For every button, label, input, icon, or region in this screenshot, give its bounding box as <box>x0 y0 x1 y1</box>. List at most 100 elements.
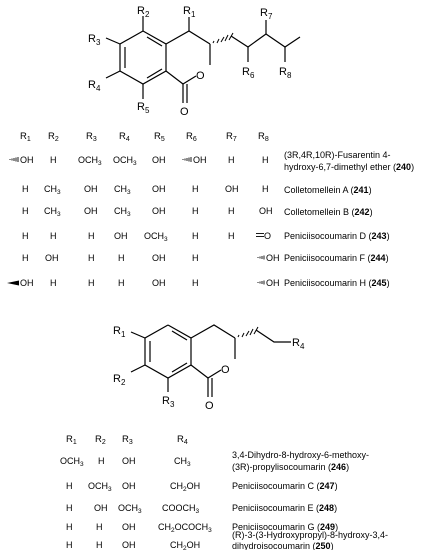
cell-r3: OH <box>122 522 136 532</box>
hashed-bond-marker <box>9 157 19 162</box>
cell-r6: H <box>192 206 199 216</box>
cell-r2: H <box>98 456 105 466</box>
atom-label-ring-oxygen: O <box>221 364 230 376</box>
aromatic-double-bond <box>171 362 188 373</box>
compound-name: (R)-3-(3-Hydroxypropyl)-8-hydroxy-3,4- <box>232 530 388 540</box>
compound-name: (3R,4R,10R)-Fusarentin 4- <box>284 150 391 160</box>
propyl-chain <box>255 329 291 343</box>
atom-label-r4: R4 <box>292 337 305 351</box>
cell-r7: OH <box>266 253 280 263</box>
atom-label-r7: R7 <box>260 7 273 21</box>
structure-1: R2 R1 R3 R4 R5 R7 R6 R8 O O <box>88 5 301 118</box>
cell-r4: CH3 <box>114 184 131 196</box>
table-row: H OH OCH3 COOCH3 Peniciisocoumarin E (24… <box>66 503 337 515</box>
benzene-ring-2 <box>144 324 192 379</box>
atom-label-r6: R6 <box>242 66 255 80</box>
cell-r7: H <box>228 206 235 216</box>
cell-r3: OCH3 <box>78 155 102 167</box>
header-r2: R2 <box>95 434 106 446</box>
cell-r7: H <box>228 155 235 165</box>
compound-name: 3,4-Dihydro-8-hydroxy-6-methoxy- <box>232 450 369 460</box>
r3-bond <box>105 37 121 45</box>
cell-r1: OH <box>20 278 34 288</box>
cell-r3: H <box>88 231 95 241</box>
atom-label-carbonyl-oxygen: O <box>205 400 214 412</box>
cell-r4: H <box>118 253 125 263</box>
cell-r5: OH <box>152 155 166 165</box>
cell-r7: OH <box>225 184 239 194</box>
structure-2: R1 R2 R3 R4 O O <box>113 324 305 412</box>
compound-name: Peniciisocoumarin E (248) <box>232 503 337 513</box>
cell-r4: OCH3 <box>113 155 137 167</box>
atom-label-r3: R3 <box>88 33 101 47</box>
lactone-ring-1 <box>165 30 211 45</box>
hashed-bond-marker <box>182 157 192 162</box>
cell-r8: H <box>262 184 269 194</box>
cell-r1: H <box>66 481 73 491</box>
cell-r3: OH <box>122 481 136 491</box>
header-r1: R1 <box>66 434 77 446</box>
cell-r1: H <box>22 253 29 263</box>
cell-r4: OH <box>114 231 128 241</box>
cell-r1: H <box>22 184 29 194</box>
table-2-header-row: R1 R2 R3 R4 <box>66 434 188 446</box>
cell-r3: H <box>88 253 95 263</box>
cell-r6: H <box>192 184 199 194</box>
cell-r3: H <box>88 278 95 288</box>
cell-r4: COOCH3 <box>162 503 200 515</box>
cell-r1: H <box>22 206 29 216</box>
compound-name: Peniciisocoumarin G (249) <box>232 522 338 532</box>
r4-bond <box>105 70 121 79</box>
header-r2: R2 <box>48 131 59 143</box>
header-r3: R3 <box>86 131 97 143</box>
compound-name: Peniciisocoumarin D (243) <box>284 231 390 241</box>
table-1-header-row: R1 R2 R3 R4 R5 R6 R7 R8 <box>20 131 269 143</box>
side-chain <box>230 33 301 48</box>
table-row: H CH3 OH CH3 OH H OH H Colletomellein A … <box>22 184 372 196</box>
cell-r3: OH <box>84 184 98 194</box>
cell-r5: OH <box>152 253 166 263</box>
compound-name: Peniciisocoumarin F (244) <box>284 253 389 263</box>
cell-r6: OH <box>193 155 207 165</box>
header-r5: R5 <box>154 131 165 143</box>
header-r7: R7 <box>226 131 237 143</box>
atom-label-r2: R2 <box>113 373 126 387</box>
compound-name-line2: hydroxy-6,7-dimethyl ether (240) <box>284 162 414 172</box>
compound-name: Peniciisocoumarin C (247) <box>232 481 338 491</box>
hashed-wedge-bond <box>237 326 259 338</box>
compound-name-line2: dihydroisocoumarin (250) <box>232 541 334 550</box>
cell-r3: OH <box>122 540 136 550</box>
header-r8: R8 <box>258 131 269 143</box>
cell-r1: H <box>66 522 73 532</box>
atom-label-ring-oxygen: O <box>196 70 205 82</box>
table-row: H OH H H OH H OH Peniciisocoumarin F (24… <box>22 253 389 263</box>
atom-label-r2: R2 <box>137 5 150 19</box>
cell-r2: CH3 <box>44 206 61 218</box>
cell-r2: H <box>50 278 57 288</box>
cell-r5: OH <box>152 206 166 216</box>
cell-r6: H <box>192 253 199 263</box>
cell-r1: H <box>22 231 29 241</box>
table-row: H H OH CH2OH (R)-3-(3-Hydroxypropyl)-8-h… <box>66 530 388 550</box>
compound-name-line2: (3R)-propylisocoumarin (246) <box>232 462 349 472</box>
ring-bond <box>182 75 197 85</box>
table-row: H CH3 OH CH3 OH H H OH Colletomellein B … <box>22 206 373 218</box>
cell-r8: OH <box>259 206 273 216</box>
cell-r4: CH2OH <box>170 481 200 493</box>
hashed-bond-marker <box>257 280 265 285</box>
cell-r7: H <box>228 231 235 241</box>
cell-r4: CH2OH <box>170 540 200 550</box>
cell-r6: H <box>192 278 199 288</box>
cell-r3: OH <box>84 206 98 216</box>
ring-bond <box>190 364 209 379</box>
lactone-ring-2 <box>190 324 236 339</box>
atom-label-r8: R8 <box>279 66 292 80</box>
compound-name: Colletomellein A (241) <box>284 185 372 195</box>
table-row: H OCH3 OH CH2OH Peniciisocoumarin C (247… <box>66 481 338 493</box>
header-r4: R4 <box>119 131 130 143</box>
header-r1: R1 <box>20 131 31 143</box>
cell-r8: H <box>262 155 269 165</box>
cell-r2: H <box>96 540 103 550</box>
cell-r4: CH3 <box>114 206 131 218</box>
